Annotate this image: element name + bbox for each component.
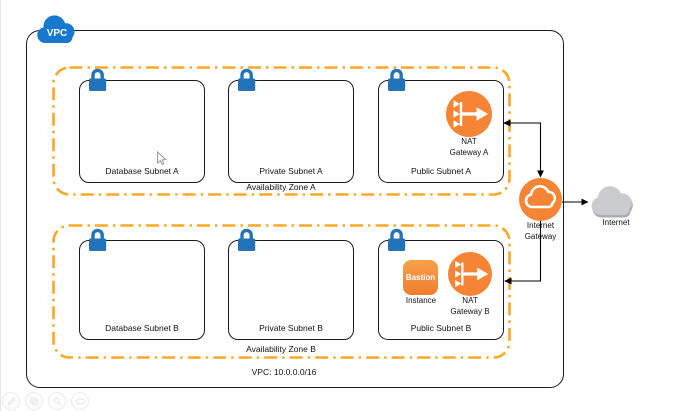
canvas-left-edge bbox=[0, 0, 1, 411]
subnet-box-database-a[interactable]: Database Subnet A bbox=[79, 80, 205, 183]
subnet-box-private-b[interactable]: Private Subnet B bbox=[228, 240, 354, 340]
canvas-overlay-toolbar bbox=[2, 392, 89, 410]
edit-icon[interactable] bbox=[2, 392, 20, 410]
subnet-box-database-b[interactable]: Database Subnet B bbox=[79, 240, 205, 340]
availability-zone-a-label: Availability Zone A bbox=[246, 182, 316, 192]
vpc-badge-text: VPC bbox=[47, 28, 68, 39]
lock-icon bbox=[386, 228, 407, 252]
lock-icon bbox=[236, 68, 257, 92]
bastion-instance-icon[interactable]: Bastion bbox=[403, 260, 438, 295]
subnet-label-private-a: Private Subnet A bbox=[259, 166, 323, 176]
vpc-badge-icon[interactable]: VPC bbox=[35, 10, 81, 48]
subnet-label-public-a: Public Subnet A bbox=[410, 166, 471, 176]
copy-icon[interactable] bbox=[25, 392, 43, 410]
internet-gateway-icon[interactable] bbox=[519, 178, 562, 221]
subnet-label-database-b: Database Subnet B bbox=[105, 323, 179, 333]
nat-gateway-a-icon[interactable] bbox=[446, 91, 492, 137]
subnet-label-private-b: Private Subnet B bbox=[259, 323, 323, 333]
bastion-instance-text: Bastion bbox=[405, 273, 436, 282]
subnet-label-public-b: Public Subnet B bbox=[410, 323, 472, 333]
lock-icon bbox=[87, 228, 108, 252]
nat-gateway-a-label: NAT Gateway A bbox=[449, 137, 489, 157]
subnet-label-database-a: Database Subnet A bbox=[105, 166, 179, 176]
subnet-box-private-a[interactable]: Private Subnet A bbox=[228, 80, 354, 183]
lock-icon bbox=[386, 68, 407, 92]
zoom-icon[interactable] bbox=[48, 392, 66, 410]
internet-cloud-icon[interactable] bbox=[586, 177, 648, 221]
vpc-cidr-label: VPC: 10.0.0.0/16 bbox=[251, 367, 317, 377]
bastion-instance-label: Instance bbox=[405, 296, 437, 305]
lock-icon bbox=[87, 68, 108, 92]
nat-gateway-b-icon[interactable] bbox=[448, 252, 492, 296]
mouse-cursor bbox=[157, 151, 167, 166]
lock-icon bbox=[236, 228, 257, 252]
availability-zone-b-label: Availability Zone B bbox=[246, 344, 316, 354]
zoom-level-icon[interactable] bbox=[71, 392, 89, 410]
internet-label: Internet bbox=[602, 218, 630, 227]
